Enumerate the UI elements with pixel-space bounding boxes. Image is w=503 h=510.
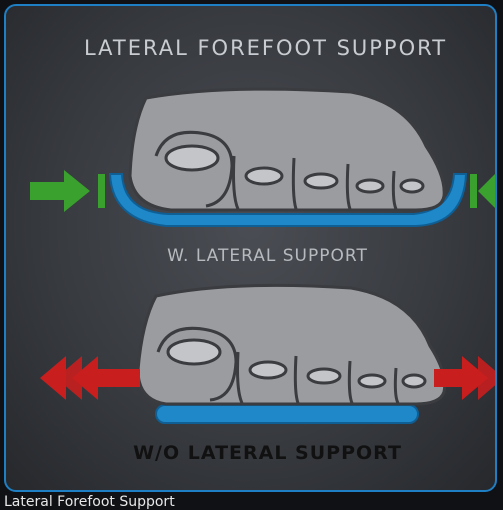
- label-with-lateral-support: W. LATERAL SUPPORT: [167, 246, 368, 266]
- lateral-support-cradle: [108, 173, 468, 227]
- compress-arrow-right-icon: [470, 174, 495, 208]
- diagram-title: LATERAL FOREFOOT SUPPORT: [83, 36, 448, 60]
- diagram-artwork: [30, 87, 495, 424]
- spread-arrow-left-icon: [40, 356, 140, 400]
- foot-with-support-illustration: [30, 87, 495, 227]
- foot-without-support-illustration: [40, 283, 495, 424]
- label-without-lateral-support: W/O LATERAL SUPPORT: [133, 442, 402, 464]
- diagram-panel: LATERAL FOREFOOT SUPPORT: [4, 4, 497, 492]
- video-caption: Lateral Forefoot Support: [4, 494, 175, 510]
- compress-arrow-left-icon: [30, 170, 105, 212]
- flat-insole: [155, 404, 419, 424]
- spread-arrow-right-icon: [434, 356, 495, 400]
